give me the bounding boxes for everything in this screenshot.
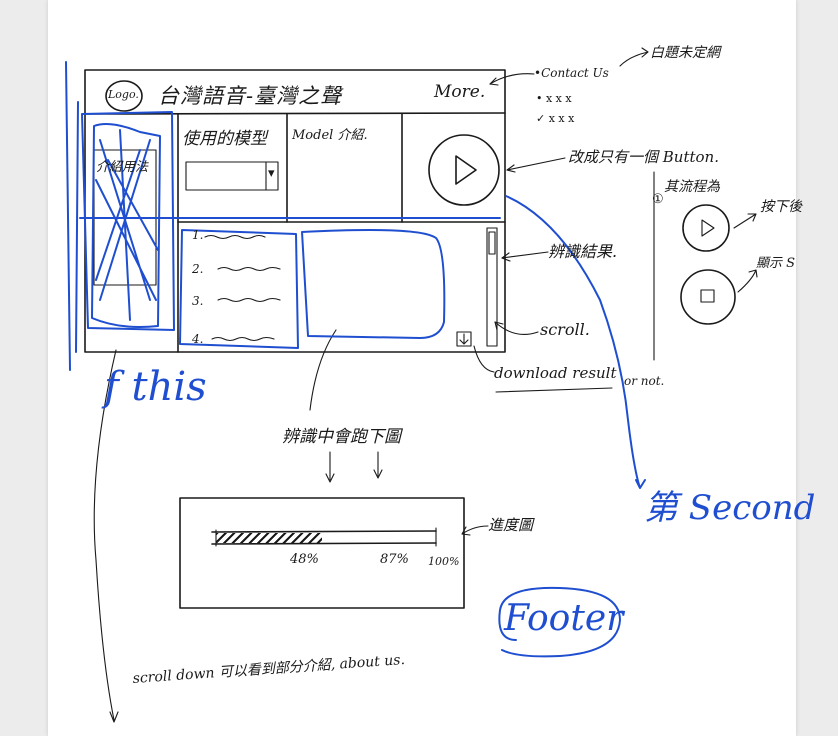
annotation-footer: Footer [504, 598, 624, 639]
scrollbar [486, 227, 498, 347]
play-button-circle [428, 134, 500, 206]
list-number-3: 3. [192, 294, 204, 308]
flow-stop-circle [680, 269, 736, 325]
note-bullet-2: ✓ x x x [536, 112, 575, 125]
progress-tick-87: 87% [380, 552, 409, 567]
flow-play-circle [682, 204, 730, 252]
note-scroll: scroll. [540, 320, 590, 339]
annotation-second: 第 Second [644, 488, 816, 528]
note-running: 辨識中會跑下圖 [282, 427, 401, 447]
note-result: 辨識結果. [548, 242, 618, 261]
panel-left-label: 介紹用法 [96, 160, 149, 175]
note-one-button: 改成只有一個 Button. [568, 148, 719, 166]
play-icon [455, 155, 477, 185]
progress-track [211, 542, 437, 545]
annotation-first: f this [104, 364, 207, 410]
progress-fill [216, 533, 322, 543]
progress-tick-48: 48% [290, 552, 319, 567]
progress-tick-100: 100% [428, 555, 460, 568]
note-flow: 其流程為 [664, 179, 720, 195]
list-number-1: 1. [192, 228, 204, 242]
model-dropdown [185, 161, 279, 191]
progress-frame [179, 497, 465, 609]
note-title-undecided: 白題未定網 [650, 45, 720, 61]
list-number-4: 4. [192, 332, 204, 346]
chevron-down-icon: ▾ [268, 166, 275, 181]
panel-model-label: 使用的模型 [182, 129, 267, 149]
logo-text: Logo. [108, 88, 139, 101]
list-number-2: 2. [192, 262, 204, 276]
note-or-not: or not. [624, 374, 665, 388]
note-show-stop: 顯示 S [756, 256, 796, 271]
note-press-after: 按下後 [760, 199, 802, 215]
app-title: 台灣語音-臺灣之聲 [158, 84, 343, 108]
header-divider [84, 112, 506, 115]
note-contact-us: •Contact Us [534, 66, 609, 80]
logo-circle [105, 80, 143, 112]
panel-intro-label: Model 介紹. [292, 128, 368, 143]
note-download: download result [494, 364, 617, 382]
note-circle-one: ① [652, 192, 664, 207]
note-progress-label: 進度圖 [488, 516, 534, 534]
download-box [456, 331, 472, 347]
note-bullet-1: • x x x [536, 92, 572, 105]
more-menu: More. [434, 82, 486, 102]
